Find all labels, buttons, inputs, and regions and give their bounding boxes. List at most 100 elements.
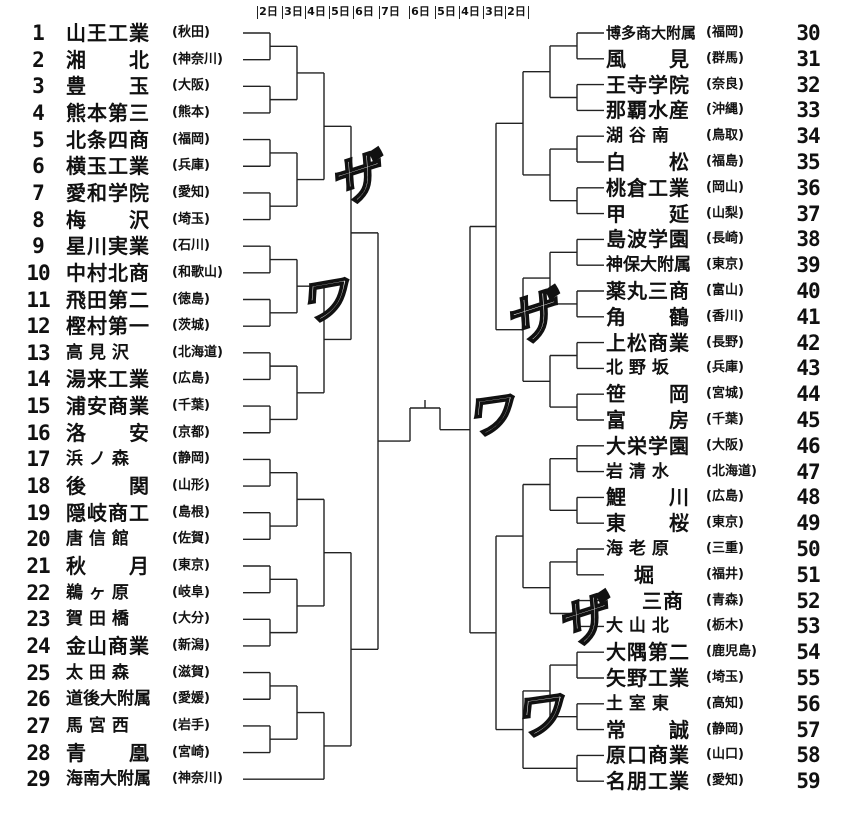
team-prefecture: (兵庫) xyxy=(706,360,744,376)
team-number: 8 xyxy=(32,207,45,232)
team-prefecture: (北海道) xyxy=(172,344,223,360)
team-school: 那覇水産 xyxy=(606,98,690,123)
team-school: 浜 ノ 森 xyxy=(66,449,129,470)
team-row: 王寺学院(奈良)32 xyxy=(590,73,852,97)
day-label: 2日 xyxy=(507,5,526,18)
team-number: 56 xyxy=(796,691,820,716)
team-number: 40 xyxy=(796,279,820,303)
team-row: 常 誠(静岡)57 xyxy=(590,718,852,742)
team-prefecture: (東京) xyxy=(706,515,744,531)
team-school: 甲 延 xyxy=(606,201,690,226)
team-school: 湖 谷 南 xyxy=(606,126,669,147)
team-row: 土 室 東 (高知) 56 xyxy=(590,692,852,716)
team-prefecture: (沖縄) xyxy=(706,102,744,118)
team-prefecture: (高知) xyxy=(706,695,744,711)
team-prefecture: (福井) xyxy=(706,566,744,582)
team-number: 45 xyxy=(796,408,820,432)
team-row: 甲 延(山梨)37 xyxy=(590,202,852,226)
team-row: 島波学園(長崎)38 xyxy=(590,227,852,251)
team-prefecture: (長野) xyxy=(706,334,744,350)
team-school: 樫村第一 xyxy=(66,314,150,339)
team-prefecture: (埼玉) xyxy=(706,670,744,685)
team-school: 海南大附属 xyxy=(66,769,151,790)
team-prefecture: (山口) xyxy=(706,747,744,763)
team-row: 神保大附属(東京)39 xyxy=(590,253,852,277)
team-number: 59 xyxy=(796,769,820,794)
team-row: 風 見(群馬)31 xyxy=(590,47,852,71)
team-row: 白 松(福島)35 xyxy=(590,150,852,174)
team-number: 34 xyxy=(796,124,820,149)
team-school: 土 室 東 xyxy=(606,693,669,714)
team-prefecture: (福島) xyxy=(706,154,744,169)
team-number: 26 xyxy=(26,687,50,712)
team-school: 大隅第二 xyxy=(606,640,690,665)
team-prefecture: (千葉) xyxy=(172,398,210,414)
team-row: 原口商業 (山口) 58 xyxy=(590,743,852,767)
team-number: 30 xyxy=(796,21,820,45)
team-number: 46 xyxy=(796,433,820,458)
team-prefecture: (島根) xyxy=(172,504,210,520)
onomatopoeia-glyph: ワ xyxy=(461,384,518,448)
team-number: 28 xyxy=(26,740,50,765)
team-number: 23 xyxy=(26,607,50,632)
team-prefecture: (宮城) xyxy=(706,386,744,402)
day-label: 6日 xyxy=(411,5,430,18)
team-number: 22 xyxy=(26,580,50,605)
team-prefecture: (香川) xyxy=(706,308,744,324)
team-school: 後 関 xyxy=(66,474,150,499)
team-number: 19 xyxy=(26,500,50,525)
team-school: 名朋工業 xyxy=(606,769,690,794)
team-school: 洛 安 xyxy=(66,420,150,445)
team-school: 金山商業 xyxy=(66,633,150,658)
team-row: 桃倉工業(岡山)36 xyxy=(590,176,852,200)
team-row: 鯉 川(広島)48 xyxy=(590,485,852,509)
team-number: 48 xyxy=(796,485,820,510)
day-label: 7日 xyxy=(381,5,400,18)
team-prefecture: (秋田) xyxy=(172,25,210,40)
team-school: 海 老 原 xyxy=(606,539,669,559)
team-number: 21 xyxy=(26,554,50,578)
team-prefecture: (愛媛) xyxy=(172,691,210,707)
team-number: 4 xyxy=(32,100,45,125)
team-school: 豊 玉 xyxy=(66,74,150,99)
team-school: 隠岐商工 xyxy=(66,500,150,525)
team-school: 熊本第三 xyxy=(66,100,150,125)
team-school: 原口商業 xyxy=(606,743,690,768)
team-number: 58 xyxy=(796,743,820,768)
team-prefecture: (北海道) xyxy=(706,463,757,479)
day-separator xyxy=(282,6,283,19)
team-number: 54 xyxy=(796,640,820,665)
team-prefecture: (大分) xyxy=(172,611,210,627)
team-row: 上松商業(長野)42 xyxy=(590,331,852,355)
day-label: 5日 xyxy=(331,5,350,18)
team-number: 10 xyxy=(26,260,50,285)
day-label: 6日 xyxy=(355,5,374,18)
team-school: 島波学園 xyxy=(606,227,690,252)
team-number: 17 xyxy=(26,447,50,472)
team-school: 湯来工業 xyxy=(66,367,150,392)
team-prefecture: (岩手) xyxy=(172,717,210,733)
team-school: 三商 xyxy=(642,588,684,613)
team-number: 20 xyxy=(26,527,50,552)
day-separator xyxy=(353,6,354,19)
team-school: 富 房 xyxy=(606,408,690,432)
team-school: 飛田第二 xyxy=(66,287,150,312)
team-number: 33 xyxy=(796,98,820,123)
team-school: 山王工業 xyxy=(66,21,150,45)
team-number: 27 xyxy=(26,713,50,738)
team-school: 星川実業 xyxy=(66,234,150,259)
team-prefecture: (東京) xyxy=(706,257,744,273)
team-number: 5 xyxy=(32,127,45,152)
team-prefecture: (茨城) xyxy=(172,318,210,334)
